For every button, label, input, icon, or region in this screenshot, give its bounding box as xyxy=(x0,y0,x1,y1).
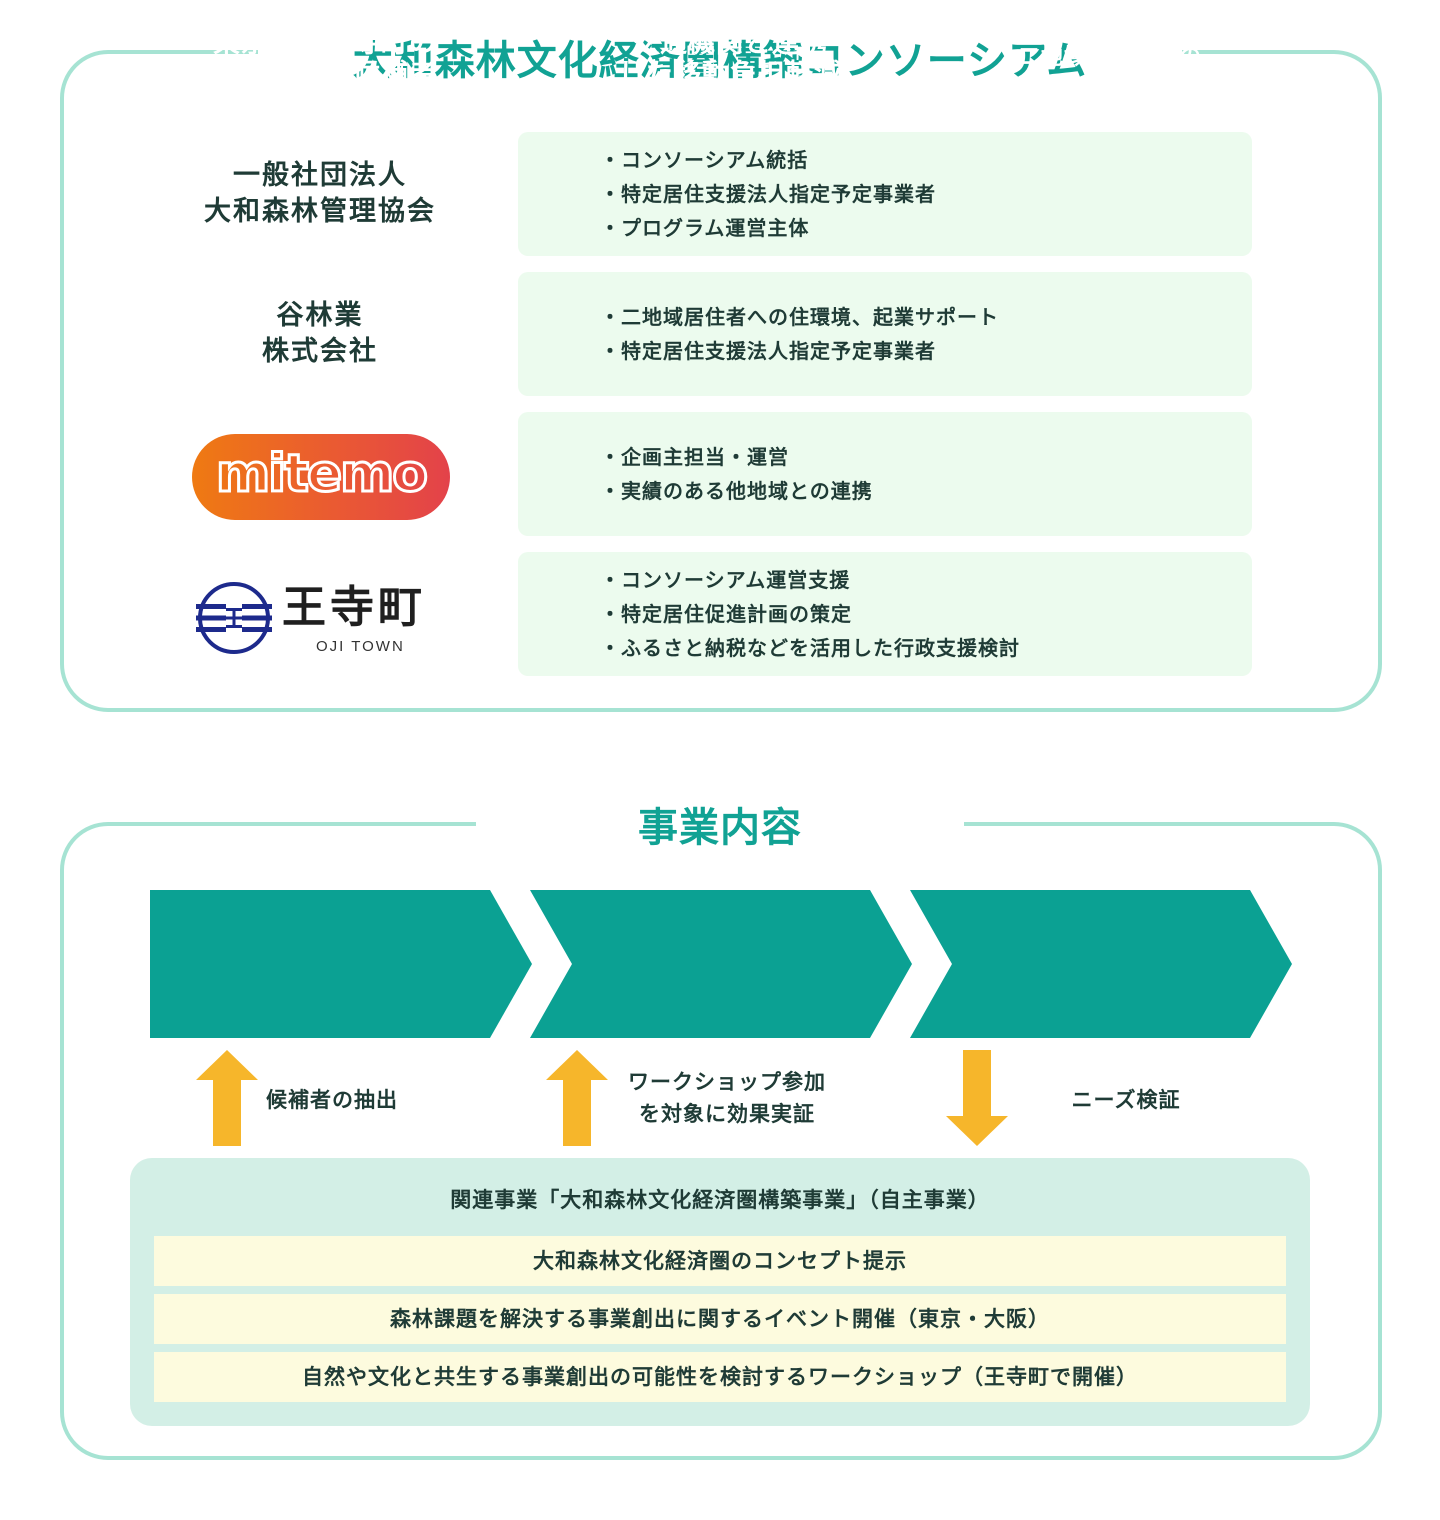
role-item: ・実績のある他地域との連携 xyxy=(600,479,873,503)
flow-step-3-shape xyxy=(910,890,1292,1038)
member-roles-box: ・企画主担当・運営 ・実績のある他地域との連携 xyxy=(518,412,1252,536)
related-business-title: 関連事業「大和森林文化経済圏構築事業」（自主事業） xyxy=(450,1188,990,1212)
consortium-title: 大和森林文化経済圏構築コンソーシアム xyxy=(258,33,1182,89)
flow-step-line: 住民票登録前の xyxy=(1029,13,1191,38)
role-item: ・特定居住支援法人指定予定事業者 xyxy=(600,182,936,206)
related-business-item: 大和森林文化経済圏のコンセプト提示 xyxy=(154,1236,1286,1286)
flow-step-1: 東京圏と王寺町の 二地域居住候補者 へのインタビュー xyxy=(150,0,500,148)
related-business-item: 森林課題を解決する事業創出に関するイベント開催（東京・大阪） xyxy=(154,1294,1286,1344)
arrow-label-workshop-verification: ワークショップ参加 を対象に効果実証 xyxy=(628,1070,826,1126)
flow-step-line: の検証 xyxy=(688,89,772,121)
member-row-mitemo: mitemo ・企画主担当・運営 ・実績のある他地域との連携 xyxy=(150,412,1252,536)
arrow-up-icon xyxy=(546,1050,608,1146)
member-name: 一般社団法人 大和森林管理協会 xyxy=(150,132,490,256)
flow-step-line: スキーム検討 xyxy=(1041,109,1179,134)
role-item: ・ふるさと納税などを活用した行政支援検討 xyxy=(600,636,1020,660)
mitemo-logo-text: mitemo xyxy=(214,443,429,506)
flow-step-line: へのインタビュー xyxy=(213,89,437,121)
flow-step-line: 交通機関と連携 xyxy=(632,27,828,59)
oji-town-emblem-icon xyxy=(196,582,272,654)
role-item: ・特定居住促進計画の策定 xyxy=(600,602,852,626)
related-business-item: 自然や文化と共生する事業創出の可能性を検討するワークショップ（王寺町で開催） xyxy=(154,1352,1286,1402)
arrow-label-candidate-extraction: 候補者の抽出 xyxy=(266,1088,398,1112)
arrow-up-icon xyxy=(196,1050,258,1146)
oji-town-logo-english: OJI TOWN xyxy=(316,638,405,655)
business-title: 事業内容 xyxy=(476,800,964,856)
flow-step-line: 二地域居住候補者 xyxy=(213,58,437,90)
flow-step-line: 東京圏と王寺町の xyxy=(213,27,437,59)
arrow-label-needs-verification: ニーズ検証 xyxy=(1071,1088,1181,1112)
member-name: 谷林業 株式会社 xyxy=(150,272,490,396)
member-roles-box: ・二地域居住者への住環境、起業サポート ・特定居住支援法人指定予定事業者 xyxy=(518,272,1252,396)
role-item: ・コンソーシアム運営支援 xyxy=(600,568,851,592)
member-name-line: 谷林業 xyxy=(276,300,364,331)
flow-step-2-shape xyxy=(530,890,912,1038)
role-item: ・プログラム運営主体 xyxy=(600,216,810,240)
arrow-down-icon xyxy=(946,1050,1008,1146)
member-name-line: 株式会社 xyxy=(262,336,378,367)
flow-step-3: 住民票登録前の 二地域居住者への サービス提供 スキーム検討 xyxy=(950,0,1270,148)
member-roles-box: ・コンソーシアム運営支援 ・特定居住促進計画の策定 ・ふるさと納税などを活用した… xyxy=(518,552,1252,676)
member-row-oji-town: 王寺町 OJI TOWN ・コンソーシアム運営支援 ・特定居住促進計画の策定 ・… xyxy=(150,552,1252,676)
mitemo-logo: mitemo xyxy=(192,434,450,520)
role-item: ・二地域居住者への住環境、起業サポート xyxy=(600,305,999,329)
member-name-line: 大和森林管理協会 xyxy=(204,196,436,227)
role-item: ・コンソーシアム統括 xyxy=(600,148,809,172)
oji-town-logo-kanji: 王寺町 xyxy=(282,582,426,633)
flow-step-line: サービス提供 xyxy=(1040,77,1179,102)
flow-step-line: した移動負担軽減 xyxy=(618,58,842,90)
related-business-box: 関連事業「大和森林文化経済圏構築事業」（自主事業） 大和森林文化経済圏のコンセプ… xyxy=(130,1158,1310,1426)
member-name-line: 一般社団法人 xyxy=(233,160,407,191)
member-row-tani-ringyo: 谷林業 株式会社 ・二地域居住者への住環境、起業サポート ・特定居住支援法人指定… xyxy=(150,272,1252,396)
flow-step-2: 交通機関と連携 した移動負担軽減 の検証 xyxy=(570,0,890,148)
member-row-yamato-forest-association: 一般社団法人 大和森林管理協会 ・コンソーシアム統括 ・特定居住支援法人指定予定… xyxy=(150,132,1252,256)
role-item: ・特定居住支援法人指定予定事業者 xyxy=(600,339,936,363)
flow-step-1-shape xyxy=(150,890,532,1038)
role-item: ・企画主担当・運営 xyxy=(600,445,789,469)
member-roles-box: ・コンソーシアム統括 ・特定居住支援法人指定予定事業者 ・プログラム運営主体 xyxy=(518,132,1252,256)
flow-step-line: 二地域居住者への xyxy=(1017,45,1202,70)
